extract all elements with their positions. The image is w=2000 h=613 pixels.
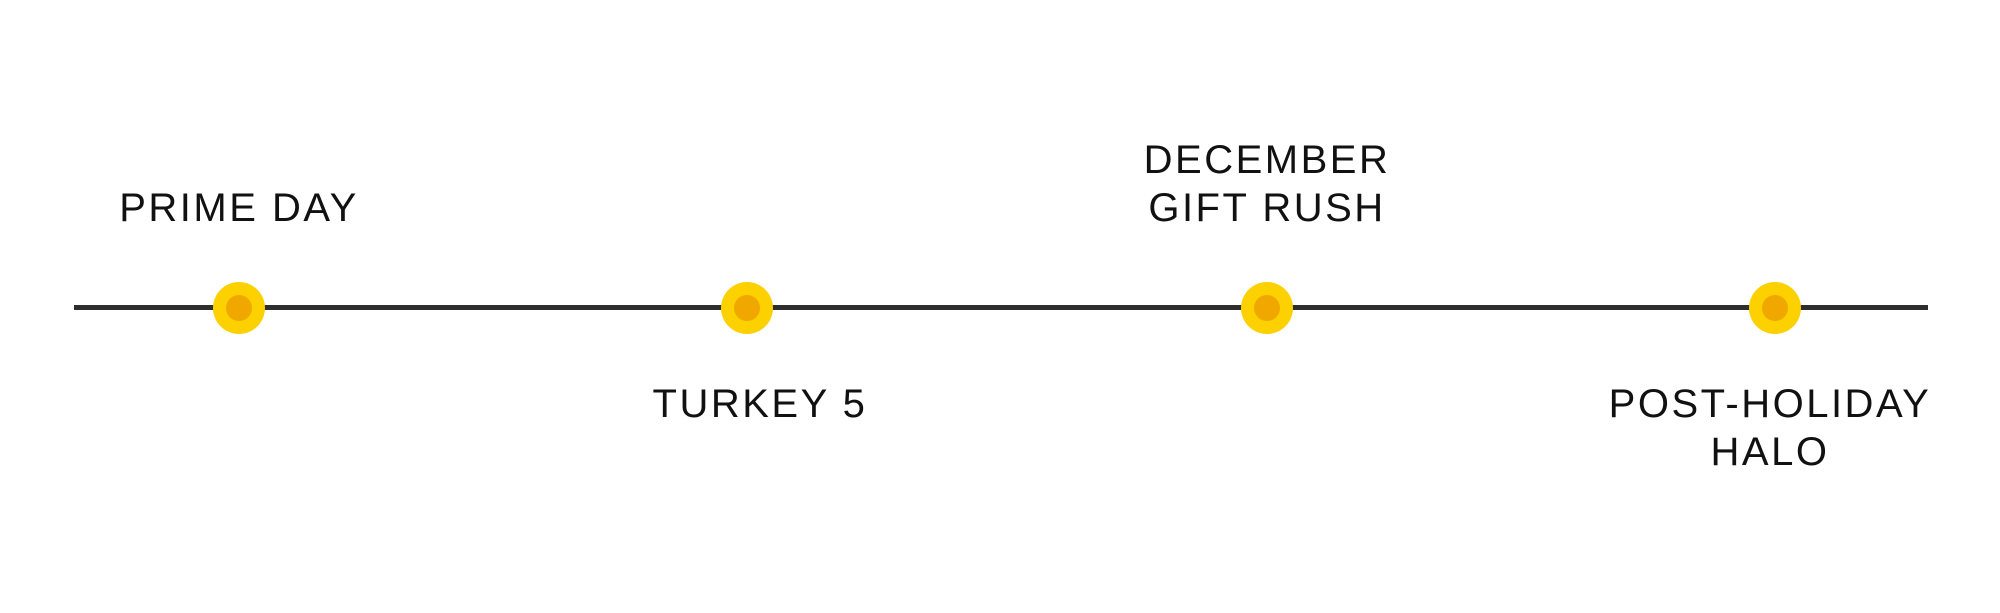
milestone-label-prime-day: PRIME DAY [119,186,359,230]
milestone-label-post-holiday-halo: POST-HOLIDAY HALO [1608,382,1932,474]
timeline-axis-line [74,305,1928,310]
milestone-label-december-gift-rush: DECEMBER GIFT RUSH [1143,138,1391,230]
milestone-dot-core [734,295,760,321]
milestone-dot-turkey-5 [721,282,773,334]
milestone-label-turkey-5: TURKEY 5 [652,382,868,426]
milestone-dot-prime-day [213,282,265,334]
milestone-dot-post-holiday-halo [1749,282,1801,334]
milestone-dot-core [226,295,252,321]
milestone-dot-core [1762,295,1788,321]
milestone-dot-core [1254,295,1280,321]
milestone-dot-december-gift-rush [1241,282,1293,334]
